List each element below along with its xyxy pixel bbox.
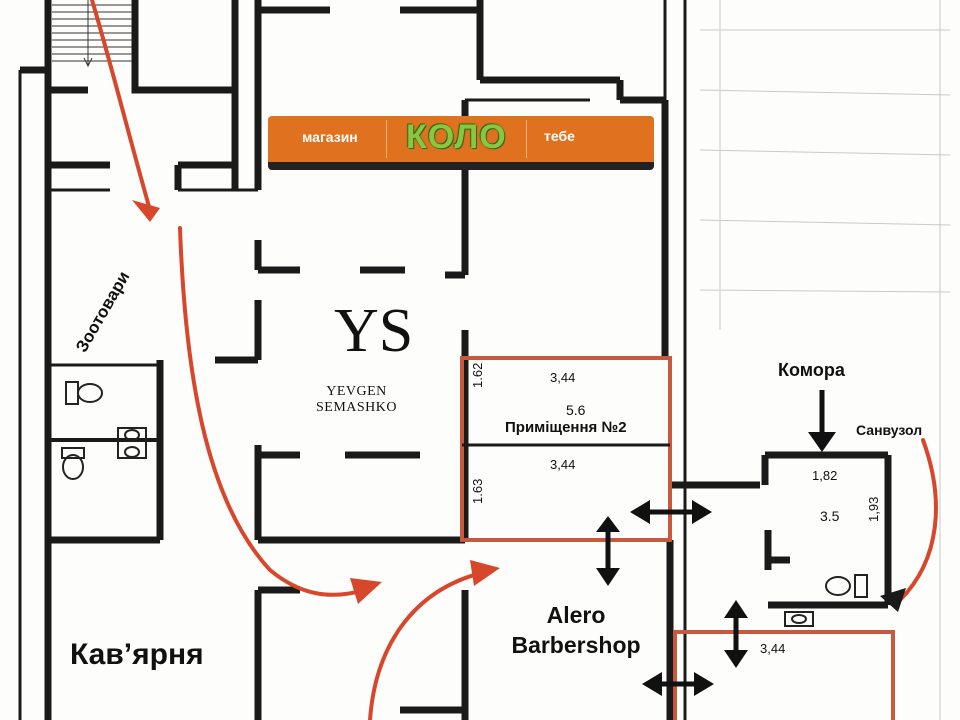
salon-brand-line1: YEVGEN	[326, 384, 387, 399]
direction-arrows	[596, 390, 836, 696]
kolo-store-banner: магазин КОЛО тебе	[268, 116, 654, 170]
background-blueprint	[699, 0, 951, 720]
highlighted-rooms	[460, 356, 895, 720]
barbershop-label: Alero Barbershop	[496, 600, 656, 660]
room2-top-width: 3,44	[550, 370, 576, 385]
cafe-label: Кав’ярня	[70, 638, 204, 671]
room2-bottom-width: 3,44	[550, 457, 576, 472]
salon-brand-name: YEVGEN SEMASHKO	[316, 384, 397, 416]
route-arrows	[90, 0, 938, 720]
barbershop-line1: Alero	[546, 602, 606, 628]
storage-label: Комора	[778, 360, 845, 380]
room2-title: Приміщення №2	[505, 419, 627, 436]
room2-bottom-height: 1.63	[470, 478, 485, 504]
walls	[18, 0, 892, 720]
storage-width: 1,82	[812, 468, 838, 483]
banner-divider	[386, 120, 387, 158]
room2-area: 5.6	[566, 402, 586, 418]
kolo-logo: КОЛО	[406, 118, 507, 156]
toilet-fixtures	[61, 381, 868, 627]
banner-left-text: магазин	[302, 129, 358, 145]
lower-room-width: 3,44	[760, 641, 786, 656]
storage-area: 3.5	[820, 508, 840, 524]
ys-monogram-logo: YS	[334, 297, 414, 365]
banner-divider	[526, 120, 527, 158]
room2-top-height: 1.62	[470, 362, 485, 388]
barbershop-line2: Barbershop	[511, 632, 641, 658]
room-2-outline	[460, 356, 672, 542]
storage-height: 1,93	[866, 496, 881, 522]
banner-right-text: тебе	[544, 128, 575, 144]
salon-brand-line2: SEMASHKO	[316, 400, 398, 415]
bathroom-label: Санвузол	[856, 422, 923, 438]
staircase	[52, 0, 132, 68]
